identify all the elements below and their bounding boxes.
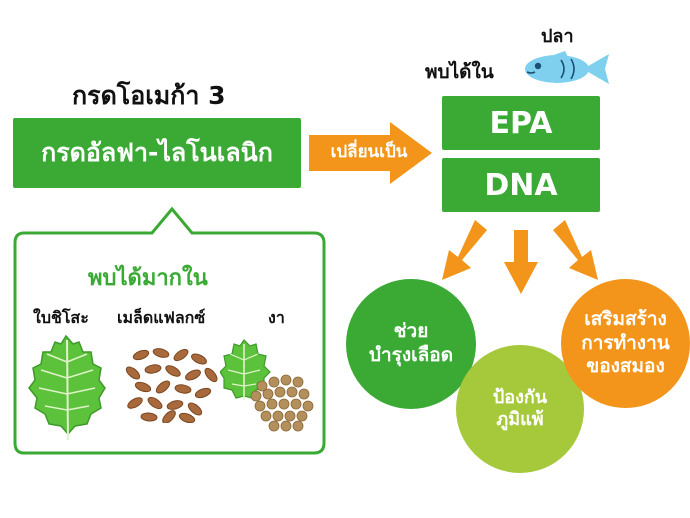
benefit-allergy-line2: ภูมิแพ้ xyxy=(496,409,544,430)
bubble-title: พบได้มากใน xyxy=(88,266,208,291)
flax-seeds-icon xyxy=(125,348,218,423)
found-in-label: พบได้ใน xyxy=(425,61,494,83)
sesame-icon xyxy=(220,339,314,432)
dna-box: DNA xyxy=(442,158,600,212)
convert-arrow xyxy=(309,122,432,184)
epa-box: EPA xyxy=(442,96,600,150)
heading-omega3: กรดโอเมก้า 3 xyxy=(72,81,226,110)
fish-icon xyxy=(525,51,609,84)
arrow-label: เปลี่ยนเป็น xyxy=(330,142,408,162)
benefit-blood: ช่วย บำรุงเลือด xyxy=(346,279,476,409)
fish-label: ปลา xyxy=(541,26,574,47)
shiso-leaf-icon xyxy=(28,334,106,441)
benefit-brain: เสริมสร้าง การทำงาน ของสมอง xyxy=(561,279,690,408)
source-label-sesame: งา xyxy=(268,308,285,327)
benefit-brain-line3: ของสมอง xyxy=(586,355,665,378)
benefit-blood-line2: บำรุงเลือด xyxy=(368,344,454,366)
source-label-shiso: ใบชิโสะ xyxy=(33,308,89,327)
arrow-to-blood xyxy=(442,220,487,280)
arrow-to-brain xyxy=(553,220,598,280)
benefit-brain-line2: การทำงาน xyxy=(581,331,670,354)
alpha-linolenic-box: กรดอัลฟา-ไลโนเลนิก xyxy=(13,118,301,188)
source-label-flax: เมล็ดแฟลกซ์ xyxy=(117,308,206,327)
benefit-arrows xyxy=(442,220,598,294)
benefit-brain-line1: เสริมสร้าง xyxy=(584,307,667,330)
benefit-allergy-line1: ป้องกัน xyxy=(492,386,548,408)
benefit-blood-line1: ช่วย xyxy=(393,320,429,343)
benefit-allergy: ป้องกัน ภูมิแพ้ xyxy=(456,345,584,473)
arrow-to-allergy xyxy=(504,230,538,294)
